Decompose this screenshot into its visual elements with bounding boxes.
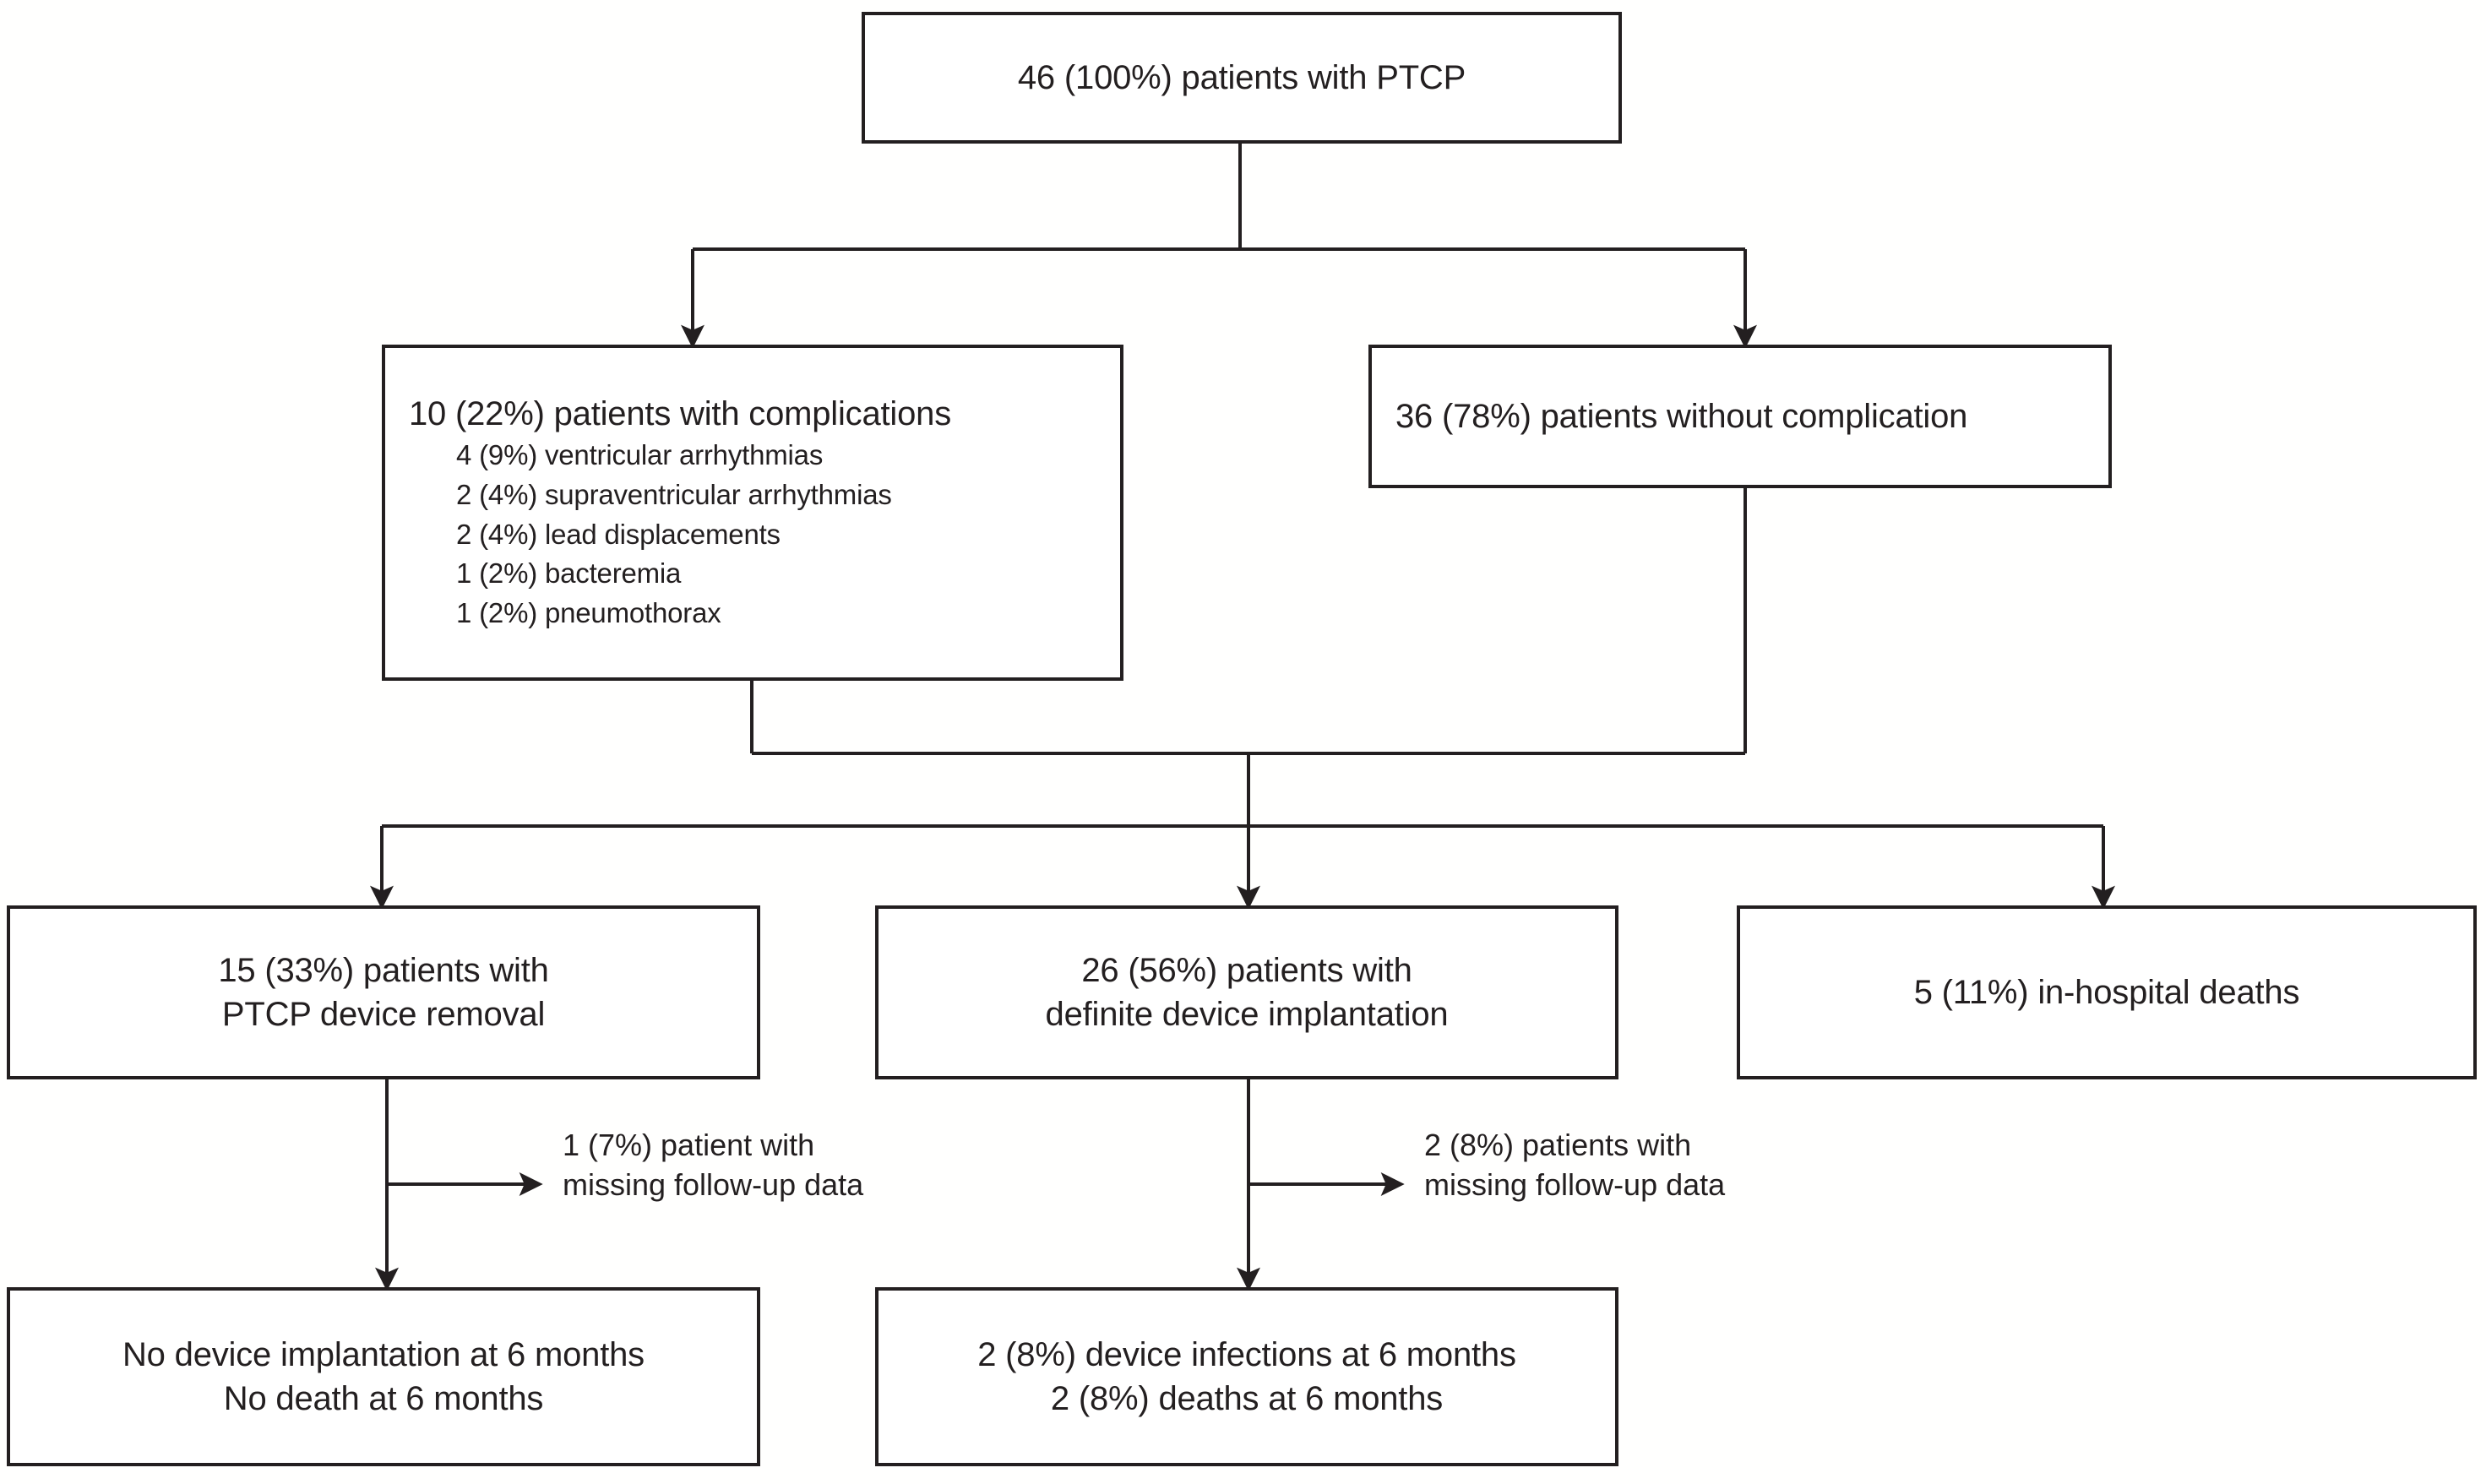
- node-no-complication-text: 36 (78%) patients without complication: [1395, 398, 1968, 435]
- edge-label-removal-missing: 1 (7%) patient with missing follow-up da…: [563, 1126, 863, 1205]
- edge-label-removal-missing-line1: 1 (7%) patient with: [563, 1128, 815, 1162]
- node-implantation-outcome: 2 (8%) device infections at 6 months 2 (…: [875, 1287, 1618, 1466]
- node-removal-outcome-line1: No device implantation at 6 months: [122, 1336, 645, 1373]
- node-no-complication: 36 (78%) patients without complication: [1368, 345, 2112, 488]
- node-root-text: 46 (100%) patients with PTCP: [1017, 59, 1466, 96]
- node-implantation-line2: definite device implantation: [1045, 996, 1449, 1033]
- node-complications-item-0: 4 (9%) ventricular arrhythmias: [456, 438, 824, 470]
- node-implantation: 26 (56%) patients with definite device i…: [875, 905, 1618, 1079]
- node-removal-line1: 15 (33%) patients with: [218, 952, 549, 989]
- node-implantation-outcome-line2: 2 (8%) deaths at 6 months: [1050, 1380, 1444, 1417]
- node-removal-outcome-line2: No death at 6 months: [223, 1380, 544, 1417]
- node-complications-item-1: 2 (4%) supraventricular arrhythmias: [456, 478, 892, 510]
- node-removal-outcome: No device implantation at 6 months No de…: [7, 1287, 760, 1466]
- node-complications-item-2: 2 (4%) lead displacements: [456, 518, 781, 550]
- node-root: 46 (100%) patients with PTCP: [862, 12, 1622, 144]
- edge-removal-outcome: [375, 1079, 543, 1291]
- node-removal-line2: PTCP device removal: [221, 996, 546, 1033]
- node-in-hospital-deaths-text: 5 (11%) in-hospital deaths: [1913, 974, 2300, 1011]
- node-complications-header: 10 (22%) patients with complications: [409, 394, 951, 432]
- edge-row3-split: [370, 824, 2115, 910]
- edge-label-implantation-missing-line1: 2 (8%) patients with: [1424, 1128, 1692, 1162]
- node-in-hospital-deaths: 5 (11%) in-hospital deaths: [1737, 905, 2477, 1079]
- edge-label-implantation-missing: 2 (8%) patients with missing follow-up d…: [1424, 1126, 1725, 1205]
- edge-implantation-outcome: [1237, 1079, 1405, 1291]
- edge-label-removal-missing-line2: missing follow-up data: [563, 1166, 864, 1202]
- node-complications-item-4: 1 (2%) pneumothorax: [456, 597, 721, 629]
- edge-label-implantation-missing-line2: missing follow-up data: [1424, 1166, 1726, 1202]
- node-complications-item-3: 1 (2%) bacteremia: [456, 557, 682, 590]
- node-implantation-outcome-line1: 2 (8%) device infections at 6 months: [977, 1336, 1516, 1373]
- edge-root-split: [681, 144, 1757, 349]
- node-complications: 10 (22%) patients with complications 4 (…: [382, 345, 1123, 681]
- node-removal: 15 (33%) patients with PTCP device remov…: [7, 905, 760, 1079]
- node-implantation-line1: 26 (56%) patients with: [1081, 952, 1412, 989]
